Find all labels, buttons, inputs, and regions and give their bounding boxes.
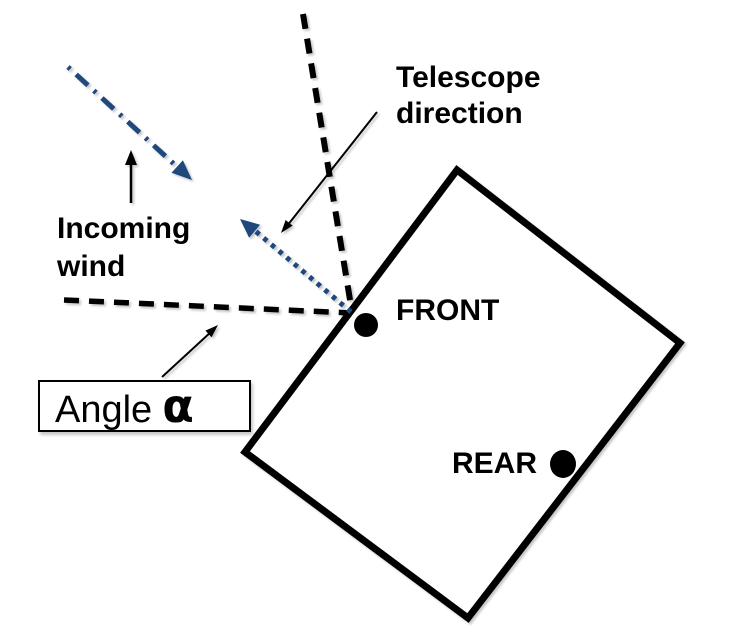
- angle-word-label: Angle: [55, 389, 153, 431]
- rear-label: REAR: [452, 447, 538, 480]
- angle-label-pointer-shaft: [161, 330, 213, 378]
- front-marker-dot-icon: [354, 313, 378, 337]
- gondola-rectangle: [240, 165, 685, 623]
- wind-dashed-reference-line: [63, 297, 353, 316]
- rear-marker-dot-icon: [550, 450, 576, 478]
- telescope-direction-arrow-shaft: [251, 227, 353, 314]
- incoming-wind-arrow-shaft: [66, 65, 176, 166]
- incoming-wind-label: Incoming wind: [57, 212, 191, 283]
- telescope-direction-arrowhead-icon: [240, 219, 261, 238]
- telescope-label-pointer-arrowhead-icon: [281, 220, 293, 233]
- wind-label-pointer-arrowhead-icon: [125, 150, 137, 165]
- telescope-label-pointer-shaft: [286, 111, 378, 227]
- upper-dashed-reference-line: [300, 13, 355, 313]
- front-label: FRONT: [396, 294, 500, 327]
- angle-label-pointer-arrowhead-icon: [205, 325, 218, 338]
- alpha-symbol-label: α: [162, 379, 194, 433]
- angle-alpha-box: Angle α: [38, 380, 251, 432]
- telescope-direction-label: Telescope direction: [396, 61, 541, 130]
- incoming-wind-arrowhead-icon: [171, 160, 192, 180]
